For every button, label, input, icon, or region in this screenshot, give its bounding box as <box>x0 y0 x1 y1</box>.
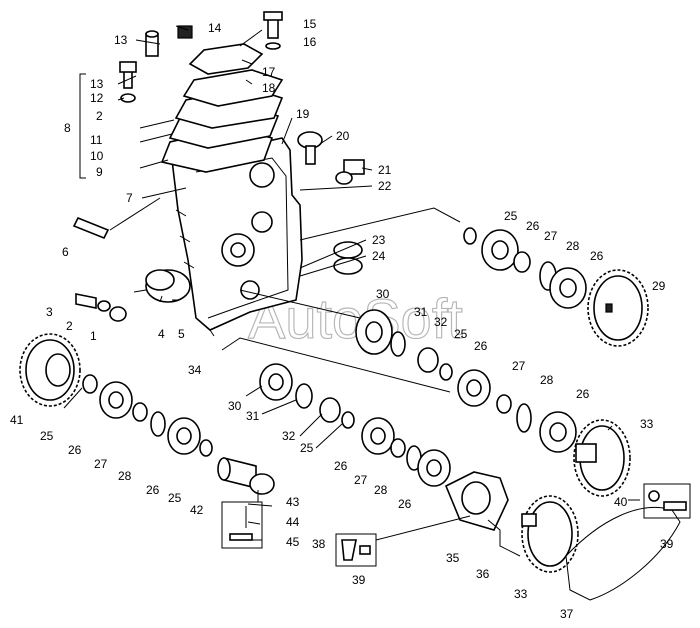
fastener-box-40-39 <box>643 483 691 519</box>
fasteners-top <box>119 11 365 275</box>
callout-21: 21 <box>378 163 392 177</box>
callout-26: 26 <box>576 387 590 401</box>
stud-6 <box>72 216 110 240</box>
callout-28: 28 <box>566 239 580 253</box>
callout-26: 26 <box>590 249 604 263</box>
callout-5: 5 <box>178 327 185 341</box>
callout-15: 15 <box>303 17 317 31</box>
callout-4: 4 <box>158 327 165 341</box>
callout-31: 31 <box>246 409 260 423</box>
callout-29: 29 <box>652 279 666 293</box>
callout-25: 25 <box>40 429 54 443</box>
callout-42: 42 <box>190 503 204 517</box>
callout-30: 30 <box>376 287 390 301</box>
bracket-8 <box>79 73 86 179</box>
callout-10: 10 <box>90 149 104 163</box>
callout-32: 32 <box>282 429 296 443</box>
callout-38: 38 <box>312 537 326 551</box>
callout-24: 24 <box>372 249 386 263</box>
left-shaft-parts <box>19 333 275 495</box>
callout-7: 7 <box>126 191 133 205</box>
leader-lines <box>63 25 640 541</box>
callout-45: 45 <box>286 535 300 549</box>
callout-23: 23 <box>372 233 386 247</box>
callout-36: 36 <box>476 567 490 581</box>
gearbox-housing <box>171 137 303 331</box>
callout-6: 6 <box>62 245 69 259</box>
callout-43: 43 <box>286 495 300 509</box>
callout-27: 27 <box>544 229 558 243</box>
callout-28: 28 <box>540 373 554 387</box>
callout-25: 25 <box>504 209 518 223</box>
callout-17: 17 <box>262 65 276 79</box>
callout-28: 28 <box>374 483 388 497</box>
callout-41: 41 <box>10 413 24 427</box>
callout-33: 33 <box>514 587 528 601</box>
callout-8: 8 <box>64 121 71 135</box>
callout-27: 27 <box>94 457 108 471</box>
callout-44: 44 <box>286 515 300 529</box>
callout-3: 3 <box>46 305 53 319</box>
callout-40: 40 <box>614 495 628 509</box>
callout-12: 12 <box>90 91 104 105</box>
callout-18: 18 <box>262 81 276 95</box>
callout-27: 27 <box>512 359 526 373</box>
callout-26: 26 <box>146 483 160 497</box>
callout-14: 14 <box>208 21 222 35</box>
callout-34: 34 <box>188 363 202 377</box>
callout-39: 39 <box>352 573 366 587</box>
callout-26: 26 <box>526 219 540 233</box>
callout-26: 26 <box>474 339 488 353</box>
callout-22: 22 <box>378 179 392 193</box>
fastener-box-38-39 <box>335 533 377 567</box>
callout-35: 35 <box>446 551 460 565</box>
callout-31: 31 <box>414 305 428 319</box>
callout-30: 30 <box>228 399 242 413</box>
callout-25: 25 <box>454 327 468 341</box>
upper-shaft-parts <box>463 227 649 347</box>
callout-20: 20 <box>336 129 350 143</box>
lower-middle-shaft-parts <box>259 363 451 487</box>
callout-33: 33 <box>640 417 654 431</box>
callout-28: 28 <box>118 469 132 483</box>
callout-27: 27 <box>354 473 368 487</box>
callout-25: 25 <box>300 441 314 455</box>
fastener-box-43-45 <box>221 501 263 549</box>
callout-labels: 13 14 15 16 17 18 13 12 2 8 11 10 9 19 2… <box>10 17 674 621</box>
callout-26: 26 <box>398 497 412 511</box>
callout-2: 2 <box>96 109 103 123</box>
callout-16: 16 <box>303 35 317 49</box>
top-cover-assembly <box>160 43 284 173</box>
callout-26: 26 <box>68 443 82 457</box>
callout-39: 39 <box>660 537 674 551</box>
middle-shaft-parts <box>355 309 631 497</box>
callout-19: 19 <box>296 107 310 121</box>
callout-32: 32 <box>434 315 448 329</box>
callout-11: 11 <box>90 133 103 147</box>
callout-25: 25 <box>168 491 182 505</box>
bearing-cup-4-5 <box>145 269 191 303</box>
callout-13: 13 <box>90 77 104 91</box>
callout-37: 37 <box>560 607 574 621</box>
callout-2: 2 <box>66 319 73 333</box>
plug-1-2-3 <box>75 293 127 322</box>
callout-26: 26 <box>334 459 348 473</box>
callout-1: 1 <box>90 329 97 343</box>
callout-13: 13 <box>114 33 128 47</box>
side-covers <box>444 471 681 601</box>
callout-9: 9 <box>96 165 103 179</box>
